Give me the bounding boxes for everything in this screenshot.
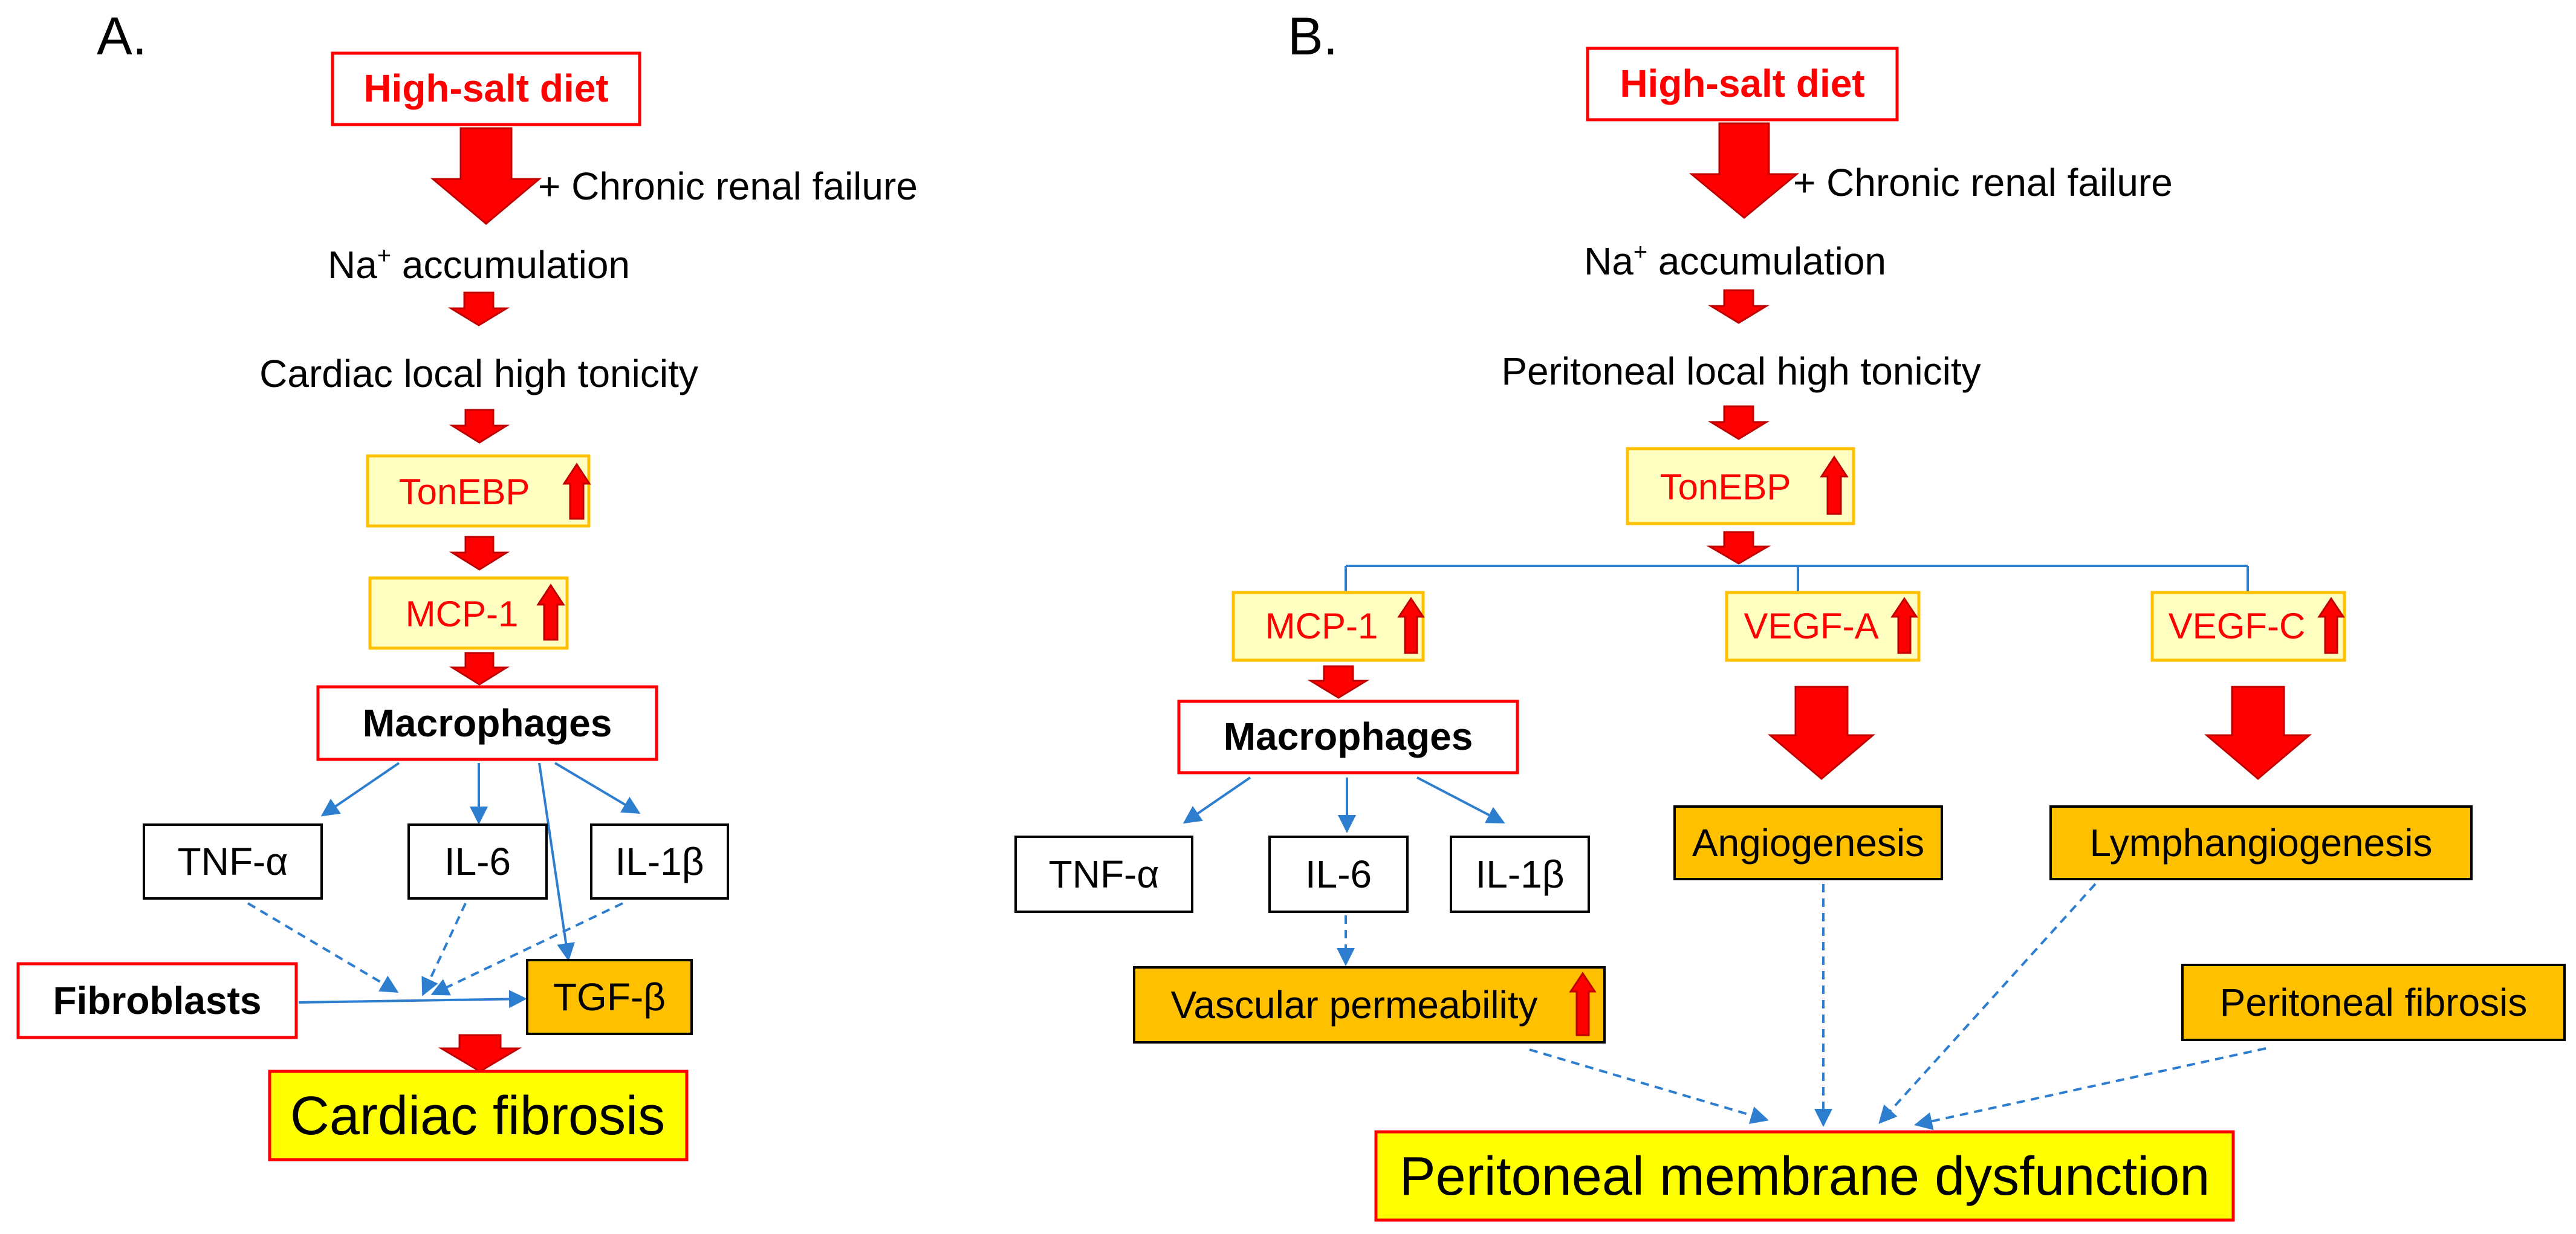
small-down-arrow-icon [449,652,510,686]
tonebp-label: TonEBP [1660,467,1791,507]
fibroblasts-label: Fibroblasts [53,979,262,1022]
connector-arrow-icon [1416,776,1505,823]
up-arrow-icon [562,463,591,520]
connector-arrow-icon [298,990,527,1008]
big-down-arrow-icon [1689,122,1800,219]
tonebp-label: TonEBP [399,472,530,512]
macrophages-label: Macrophages [1224,715,1473,758]
small-down-arrow-icon [449,536,510,571]
il1b-label: IL-1β [615,840,704,883]
peritoneal-membrane-dysfunction-box [1374,1130,2235,1222]
vascular-permeability-label: Vascular permeability [1170,983,1537,1027]
small-down-arrow-icon [447,291,510,326]
fibroblasts-box [16,962,298,1039]
connector-arrow-icon [1878,883,2097,1124]
vegfa-label: VEGF-A [1744,606,1878,646]
peritoneal-fibrosis-label: Peritoneal fibrosis [2220,981,2528,1024]
small-down-arrow-icon [438,1034,522,1073]
angiogenesis-label: Angiogenesis [1692,821,1924,865]
cardiac-fibrosis-label: Cardiac fibrosis [290,1086,665,1146]
up-arrow-icon [1890,597,1918,654]
connector-arrow-icon [1529,1048,1769,1125]
tnf-box [143,823,323,900]
connector-arrow-icon [421,903,467,996]
tonicity-label: Peritoneal local high tonicity [1501,349,1981,393]
macrophages-label: Macrophages [363,701,612,745]
tonebp-box [366,454,591,528]
high-salt-label: High-salt diet [1620,62,1864,105]
macrophages-box [1177,700,1519,774]
peritoneal-membrane-dysfunction-label: Peritoneal membrane dysfunction [1400,1146,2210,1207]
small-down-arrow-icon [1707,289,1770,324]
up-arrow-icon [2317,597,2345,654]
tnf-label: TNF-α [1049,852,1160,896]
vegfc-box [2150,591,2346,662]
connector-arrow-icon [320,762,400,817]
il6-label: IL-6 [444,840,511,883]
tnf-label: TNF-α [178,840,288,883]
mcp1-label: MCP-1 [406,594,519,634]
mcp1-box [368,576,569,650]
panel-a: A. High-salt diet + Chronic renal failur… [16,6,918,1161]
macrophages-box [316,685,658,761]
il1b-box [590,823,729,900]
crf-label: + Chronic renal failure [538,164,918,208]
small-down-arrow-icon [1706,531,1771,565]
up-arrow-icon [536,583,565,641]
small-down-arrow-icon [449,409,510,444]
small-down-arrow-icon [1307,665,1370,699]
big-down-arrow-icon [2204,686,2312,780]
vegfc-label: VEGF-C [2169,606,2306,646]
angiogenesis-box [1673,805,1943,880]
lymphangiogenesis-box [2049,805,2473,880]
na-accumulation-label: Na+ accumulation [328,242,630,287]
il6-box [407,823,548,900]
na-accumulation-label: Na+ accumulation [1584,239,1886,283]
big-down-arrow-icon [1767,686,1876,780]
il1b-label: IL-1β [1475,852,1564,896]
peritoneal-fibrosis-box [2181,964,2566,1041]
vegfa-box [1725,591,1921,662]
connector-arrow-icon [1914,1047,2266,1131]
connector-arrow-icon [554,762,641,814]
cardiac-fibrosis-box [268,1070,689,1161]
mcp1-label: MCP-1 [1265,606,1378,646]
up-arrow-icon [1397,597,1425,654]
lymphangiogenesis-label: Lymphangiogenesis [2090,821,2433,865]
tnf-box [1014,836,1193,913]
small-down-arrow-icon [1707,405,1770,440]
up-arrow-icon [1820,455,1849,515]
connector-arrow-icon [430,902,623,996]
crf-label: + Chronic renal failure [1793,161,2173,204]
il6-box [1268,836,1409,913]
big-down-arrow-icon [430,127,542,225]
tonebp-box [1626,447,1855,525]
panel-b-label: B. [1288,6,1338,66]
tgfb-label: TGF-β [553,975,666,1019]
panel-a-label: A. [97,6,147,66]
mcp1-box [1231,591,1425,662]
up-arrow-icon [1569,972,1597,1036]
high-salt-box [331,51,641,126]
tgfb-box [526,959,693,1035]
vascular-permeability-box [1133,966,1606,1044]
high-salt-box [1586,47,1899,122]
tonicity-label: Cardiac local high tonicity [259,352,698,395]
connector-arrow-icon [1183,776,1251,824]
il1b-box [1450,836,1590,913]
high-salt-label: High-salt diet [363,67,608,110]
connector-arrow-icon [538,762,576,961]
il6-label: IL-6 [1305,852,1372,896]
panel-b: B. High-salt diet + Chronic renal failur… [1014,6,2566,1222]
